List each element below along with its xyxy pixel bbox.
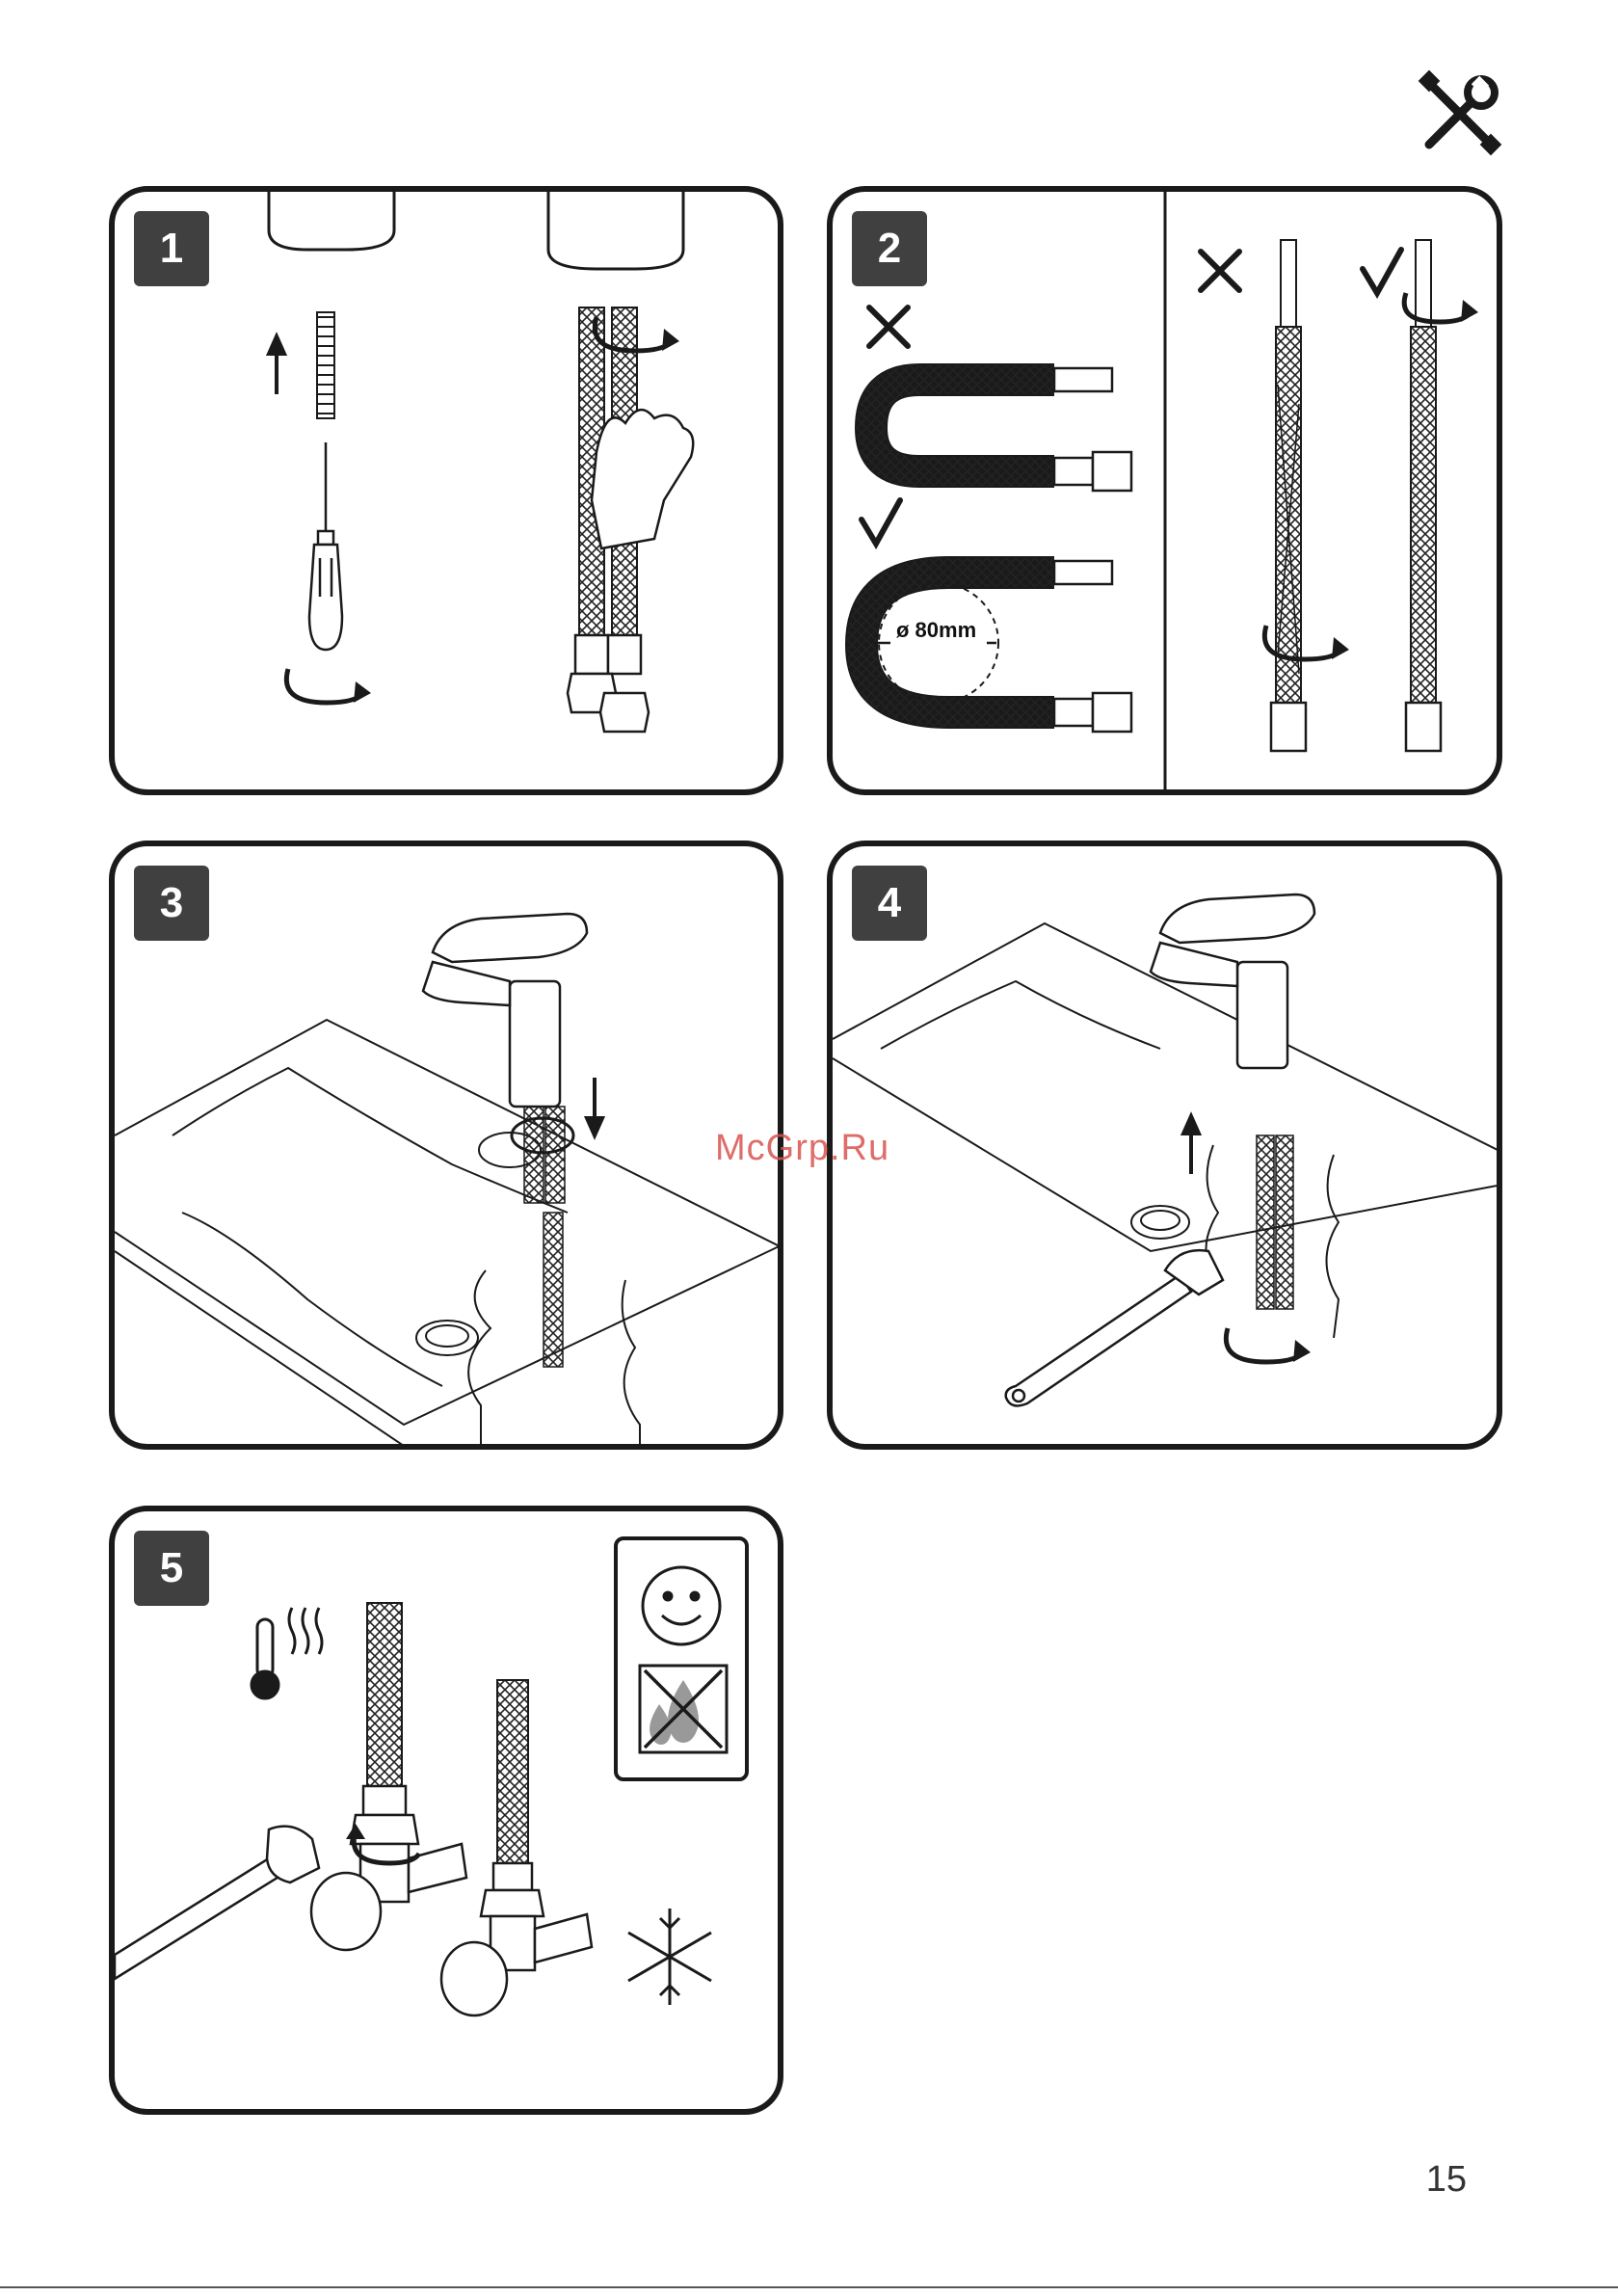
page-number: 15	[1426, 2159, 1467, 2201]
step-number-badge: 1	[134, 211, 209, 286]
arrow-up-icon	[269, 336, 284, 394]
wrench-screwdriver-icon	[1412, 66, 1508, 162]
step-4-panel: 4	[827, 841, 1502, 1450]
faucet	[1151, 894, 1314, 1068]
step-number-badge: 4	[852, 866, 927, 941]
check-mark-icon	[862, 500, 900, 544]
step-2-panel: 2	[827, 186, 1502, 795]
step-3-illustration	[115, 846, 780, 1446]
step-number-badge: 3	[134, 866, 209, 941]
cross-mark-icon	[1201, 252, 1239, 290]
thermometer-hot-icon	[252, 1608, 322, 1698]
step-5-illustration	[115, 1511, 780, 2111]
snowflake-icon	[628, 1909, 711, 2005]
step-3-panel: 3	[109, 841, 783, 1450]
screwdriver	[309, 442, 342, 650]
rotate-arrow-icon	[286, 669, 371, 703]
step-1-illustration	[115, 192, 780, 791]
no-leak-icon	[640, 1666, 727, 1752]
footer-divider	[0, 2286, 1618, 2288]
adjustable-wrench	[115, 1827, 319, 1979]
threaded-stud	[317, 312, 334, 418]
arrow-up-icon	[1183, 1116, 1199, 1174]
watermark: McGrp.Ru	[715, 1128, 889, 1169]
washbasin	[115, 1020, 780, 1446]
step-1-panel: 1	[109, 186, 783, 795]
step-2-illustration	[833, 192, 1499, 791]
step-number-badge: 5	[134, 1531, 209, 1606]
cross-mark-icon	[869, 307, 908, 346]
rotate-arrow-icon	[1226, 1328, 1311, 1362]
check-mark-icon	[1363, 250, 1401, 293]
step-number-badge: 2	[852, 211, 927, 286]
adjustable-wrench	[1006, 1250, 1223, 1405]
step-5-panel: 5	[109, 1506, 783, 2115]
faucet	[423, 914, 587, 1107]
arrow-down-icon	[587, 1078, 602, 1135]
step-4-illustration	[833, 846, 1499, 1446]
bend-diameter-label: ø 80mm	[896, 618, 976, 643]
